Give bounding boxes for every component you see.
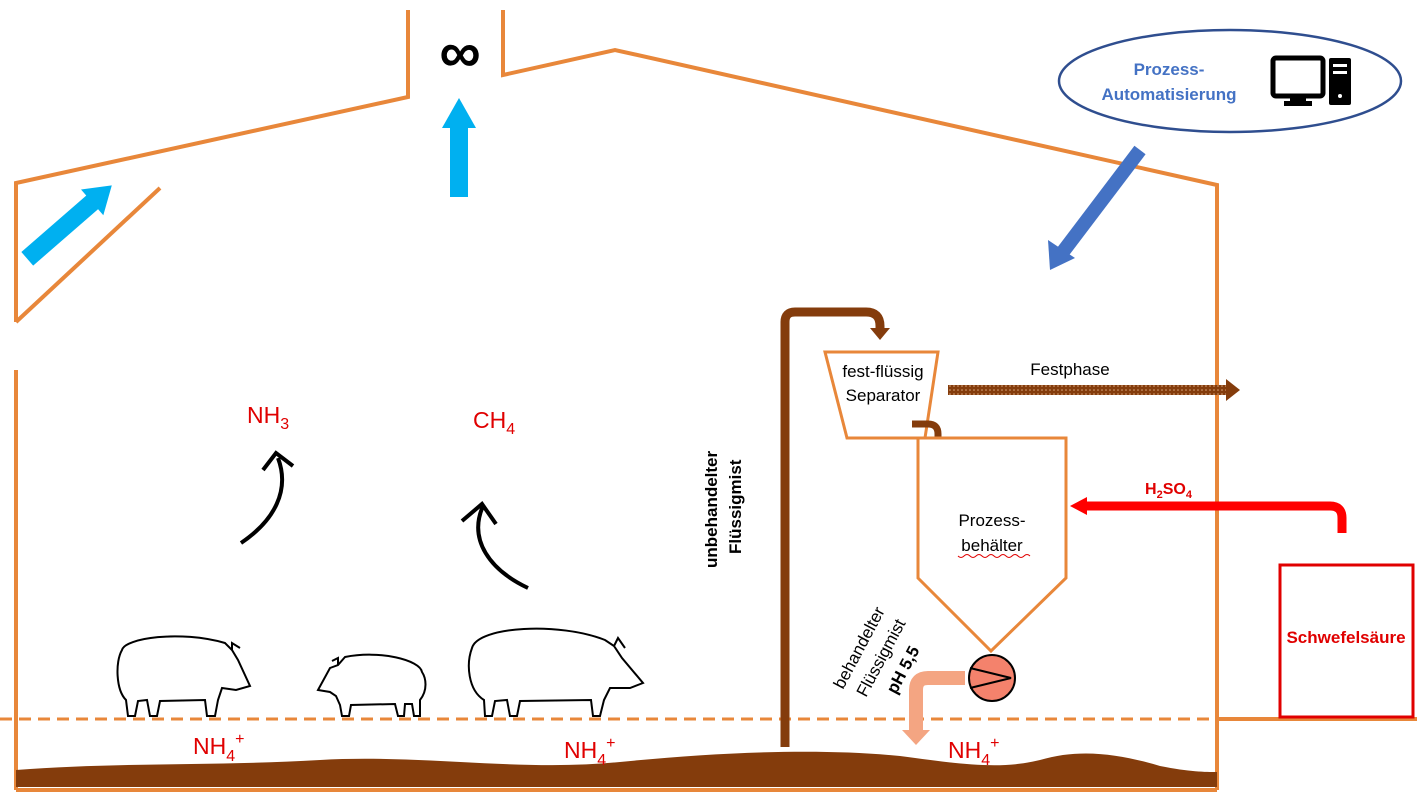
vessel-label-line2: behälter xyxy=(961,536,1023,555)
acid-tank-label: Schwefelsäure xyxy=(1286,628,1405,647)
separator-label-line1: fest-flüssig xyxy=(842,362,923,381)
nh4-label: NH4+ xyxy=(948,735,999,769)
ch4-emission-arrow xyxy=(460,501,529,590)
untreated-manure-pipe-arrowhead xyxy=(870,328,890,340)
untreated-manure-label-line1: unbehandelter xyxy=(702,450,721,568)
acid-feed-pipe: H2SO4 xyxy=(1070,481,1347,533)
exhaust-air-arrow: Abluft xyxy=(442,98,492,197)
pig-icon xyxy=(467,627,645,717)
sulfuric-acid-tank: Schwefelsäure xyxy=(1278,563,1415,719)
separator-label-line2: Separator xyxy=(846,386,921,405)
nh3-emission-arrow xyxy=(239,450,295,545)
nh3-label: NH3 xyxy=(247,402,289,433)
pump-icon xyxy=(968,654,1016,702)
process-vessel: Prozess- behälter xyxy=(916,436,1068,654)
pig-icon xyxy=(316,653,427,717)
solid-phase-arrow: Festphase xyxy=(948,360,1240,401)
process-automation: Prozess- Automatisierung xyxy=(1057,28,1403,134)
computer-icon xyxy=(1270,55,1351,106)
abluft-label: Abluft xyxy=(475,137,492,178)
ch4-label: CH4 xyxy=(473,407,515,438)
nh4-label: NH4+ xyxy=(564,735,615,769)
supply-air-arrow: Zuluft xyxy=(21,185,112,266)
vessel-label-line1: Prozess- xyxy=(958,511,1025,530)
fan-infinity-icon: ∞ xyxy=(439,20,480,85)
automation-control-arrow xyxy=(1048,145,1146,270)
treated-manure-return xyxy=(902,671,965,745)
untreated-manure-pipe xyxy=(780,307,885,747)
h2so4-label: H2SO4 xyxy=(1145,481,1193,501)
automation-label-line1: Prozess- xyxy=(1134,60,1205,79)
pig-icon xyxy=(116,635,252,717)
spellcheck-underline xyxy=(957,554,1031,558)
untreated-manure-label-line2: Flüssigmist xyxy=(726,459,745,554)
automation-label-line2: Automatisierung xyxy=(1101,85,1236,104)
nh4-label: NH4+ xyxy=(193,731,244,765)
festphase-label: Festphase xyxy=(1030,360,1109,379)
manure-pit xyxy=(16,751,1217,787)
